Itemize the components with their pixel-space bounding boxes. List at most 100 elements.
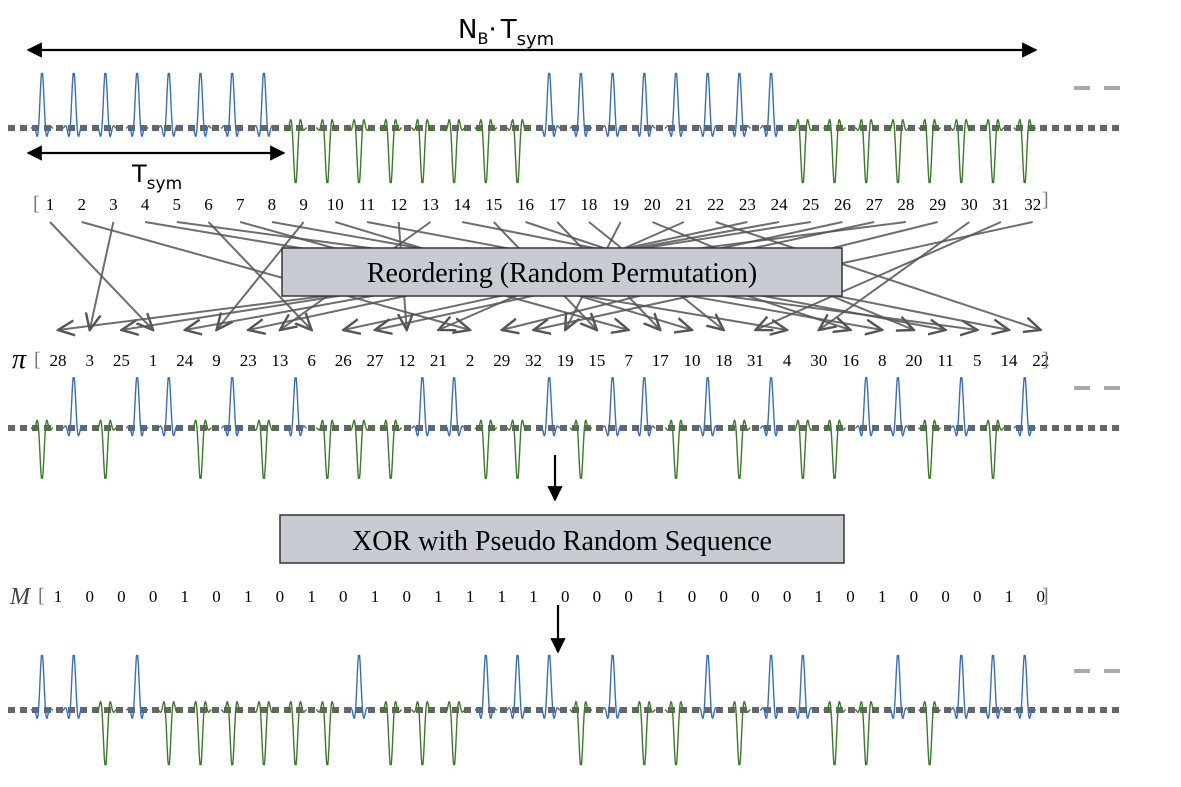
- permuted-index: 19: [557, 351, 574, 370]
- masked-signal-row: [8, 654, 1120, 766]
- positive-pulse: [474, 654, 498, 720]
- original-index: 5: [173, 195, 182, 214]
- reordering-box: [281, 247, 843, 297]
- positive-pulse: [347, 654, 371, 720]
- positive-pulse: [981, 654, 1005, 720]
- mask-bit: 1: [54, 587, 63, 606]
- mask-bit: 0: [212, 587, 221, 606]
- positive-pulse: [759, 72, 783, 138]
- positive-pulse: [537, 72, 561, 138]
- positive-pulse: [220, 72, 244, 138]
- mask-bit: 0: [149, 587, 158, 606]
- negative-pulse: [854, 700, 878, 766]
- negative-pulse: [791, 118, 815, 184]
- permuted-index: 11: [937, 351, 953, 370]
- positive-pulse: [886, 654, 910, 720]
- mask-bit: 0: [688, 587, 697, 606]
- positive-pulse: [30, 654, 54, 720]
- original-index: 8: [268, 195, 277, 214]
- positive-pulse: [252, 72, 276, 138]
- mask-bit: 1: [1005, 587, 1014, 606]
- negative-pulse: [93, 700, 117, 766]
- permuted-index: 22: [1032, 351, 1049, 370]
- positive-pulse: [93, 72, 117, 138]
- original-indices-close-bracket: ]: [1042, 189, 1049, 211]
- negative-pulse: [442, 700, 466, 766]
- mask-bit: 1: [498, 587, 507, 606]
- original-index: 7: [236, 195, 245, 214]
- positive-pulse: [506, 654, 529, 720]
- permuted-index: 17: [652, 351, 670, 370]
- negative-pulse: [632, 700, 656, 766]
- negative-pulse: [791, 419, 815, 479]
- original-index: 28: [897, 195, 914, 214]
- positive-pulse: [157, 377, 181, 437]
- negative-pulse: [506, 118, 529, 184]
- original-index: 16: [517, 195, 534, 214]
- negative-pulse: [252, 700, 276, 766]
- original-index: 22: [707, 195, 724, 214]
- original-index: 21: [676, 195, 693, 214]
- negative-pulse: [823, 118, 846, 184]
- mask-bit: 0: [593, 587, 602, 606]
- negative-pulse: [728, 419, 751, 479]
- negative-pulse: [157, 700, 181, 766]
- permuted-index: 25: [113, 351, 130, 370]
- negative-pulse: [1013, 118, 1037, 184]
- mask-bit: 0: [941, 587, 950, 606]
- positive-pulse: [569, 72, 593, 138]
- positive-pulse: [886, 377, 910, 437]
- positive-pulse: [727, 72, 751, 138]
- mask-bit: 0: [402, 587, 411, 606]
- original-index: 12: [390, 195, 407, 214]
- negative-pulse: [315, 700, 339, 766]
- permutation-symbol: π: [12, 344, 27, 375]
- permuted-index: 27: [367, 351, 385, 370]
- negative-pulse: [189, 419, 212, 479]
- positive-pulse: [949, 654, 973, 720]
- positive-pulse: [62, 654, 86, 720]
- permutation-arrow: [715, 221, 1041, 330]
- positive-pulse: [189, 72, 212, 138]
- mask-bit: 1: [371, 587, 380, 606]
- permuted-index: 5: [973, 351, 982, 370]
- positive-pulse: [220, 377, 244, 437]
- permuted-index: 7: [624, 351, 633, 370]
- negative-pulse: [981, 419, 1005, 479]
- xor-box: [279, 514, 845, 564]
- original-index: 25: [802, 195, 819, 214]
- permuted-index: 13: [271, 351, 288, 370]
- positive-pulse: [1013, 377, 1037, 437]
- mask-bit: 1: [307, 587, 316, 606]
- permuted-index: 8: [878, 351, 887, 370]
- original-index: 19: [612, 195, 629, 214]
- positive-pulse: [62, 72, 86, 138]
- mask-bit: 1: [466, 587, 475, 606]
- permuted-signal-row: [8, 377, 1120, 479]
- permuted-indices-close-bracket: ]: [1042, 349, 1049, 371]
- permutation-arrow: [81, 221, 470, 330]
- original-index: 20: [644, 195, 661, 214]
- mask-bit: 0: [276, 587, 285, 606]
- original-index: 17: [549, 195, 567, 214]
- positive-pulse: [854, 377, 878, 437]
- negative-pulse: [220, 700, 244, 766]
- negative-pulse: [664, 700, 688, 766]
- permuted-index: 31: [747, 351, 764, 370]
- original-signal-row: [8, 72, 1120, 184]
- negative-pulse: [823, 419, 846, 479]
- positive-pulse: [759, 377, 783, 437]
- permuted-index: 3: [85, 351, 94, 370]
- permuted-index: 6: [307, 351, 316, 370]
- original-index: 1: [46, 195, 55, 214]
- positive-pulse: [759, 654, 783, 720]
- permuted-index: 9: [212, 351, 221, 370]
- original-index: 4: [141, 195, 150, 214]
- symbol-duration-label: Tsym: [131, 160, 182, 194]
- mask-bit: 1: [656, 587, 665, 606]
- permuted-index: 2: [466, 351, 475, 370]
- reordering-label: Reordering (Random Permutation): [367, 258, 757, 289]
- mask-bit: 1: [878, 587, 887, 606]
